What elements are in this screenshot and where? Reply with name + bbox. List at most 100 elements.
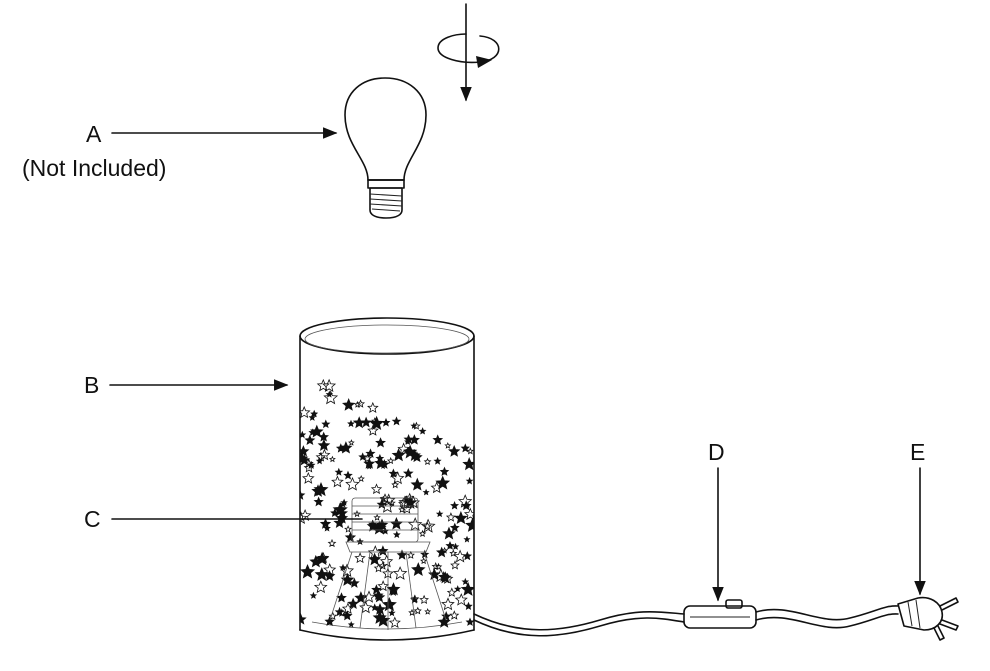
shade-star [319, 518, 332, 529]
shade-star [345, 476, 360, 491]
shade-star [406, 550, 415, 559]
shade-star [420, 557, 428, 565]
shade-star [336, 592, 347, 603]
shade-star [309, 591, 318, 599]
light-bulb-icon [344, 77, 427, 219]
shade-star [300, 489, 306, 500]
shade-star [363, 457, 376, 469]
power-cord [473, 605, 899, 637]
shade-star [413, 606, 422, 615]
shade-star [308, 428, 317, 436]
shade-star [388, 609, 396, 617]
shade-star [436, 546, 448, 558]
shade-star [404, 437, 412, 445]
shade-star [411, 562, 426, 577]
shade-star [453, 510, 468, 525]
lamp-holder-icon [329, 497, 447, 630]
shade-star [388, 468, 399, 478]
shade-star [392, 566, 408, 580]
shade-star [445, 512, 457, 522]
shade-star [378, 561, 388, 570]
shade-star [374, 456, 388, 470]
shade-star [302, 471, 315, 484]
shade-star [347, 621, 355, 628]
star-pattern-shade-icon [299, 317, 475, 641]
shade-star [323, 563, 337, 576]
shade-star [422, 488, 430, 496]
shade-star [300, 563, 316, 579]
shade-star [300, 430, 307, 439]
shade-star [342, 398, 356, 411]
shade-star [347, 597, 360, 609]
shade-star [401, 503, 413, 514]
shade-star [368, 552, 382, 566]
shade-star [340, 572, 355, 586]
shade-star [328, 611, 338, 621]
shade-star [310, 409, 319, 418]
label-b: B [84, 372, 100, 398]
shade-star [321, 419, 331, 429]
shade-star [339, 563, 347, 571]
shade-star [353, 510, 361, 518]
shade-star [371, 417, 379, 425]
shade-star [420, 518, 436, 533]
shade-star [445, 541, 455, 550]
shade-star [300, 613, 307, 625]
label-a: A [86, 121, 102, 147]
shade-star [418, 529, 427, 538]
shade-star [381, 596, 397, 612]
shade-star [433, 568, 449, 583]
shade-star [442, 526, 456, 540]
shade-star [423, 457, 432, 466]
shade-star [349, 577, 360, 588]
shade-star [460, 443, 470, 453]
shade-star [391, 480, 400, 489]
shade-star [466, 447, 474, 455]
shade-star [386, 456, 395, 465]
shade-star [390, 471, 405, 485]
shade-star [304, 434, 316, 446]
shade-star [373, 589, 384, 600]
shade-star [398, 498, 408, 508]
shade-star [334, 467, 344, 476]
shade-star [392, 530, 401, 539]
shade-star [441, 597, 455, 611]
shade-star [344, 531, 357, 543]
shade-star [388, 616, 401, 629]
shade-star [449, 522, 460, 532]
shade-star [435, 510, 444, 518]
label-c: C [84, 506, 101, 532]
shade-star [373, 602, 387, 615]
shade-star [388, 587, 398, 596]
shade-star [309, 554, 323, 568]
inline-switch-icon [683, 599, 757, 629]
shade-star [389, 516, 404, 530]
shade-star [379, 554, 394, 568]
shade-star [362, 590, 376, 603]
shade-star [341, 602, 354, 615]
shade-star [461, 577, 470, 586]
shade-star [325, 390, 334, 398]
shade-star [377, 545, 389, 556]
shade-star [418, 427, 427, 435]
shade-star [410, 477, 425, 491]
rotate-arrow-icon [437, 3, 500, 102]
shade-star [370, 483, 383, 495]
shade-star [334, 606, 345, 617]
shade-star [313, 496, 324, 507]
shade-star [308, 413, 317, 421]
shade-star [433, 456, 442, 465]
shade-star [391, 448, 406, 462]
shade-star [464, 601, 473, 611]
shade-star [377, 580, 390, 592]
shade-star [441, 546, 449, 554]
shade-star [391, 416, 402, 426]
shade-star [367, 401, 379, 414]
shade-star [454, 593, 468, 606]
shade-star [343, 470, 353, 480]
shade-star [335, 511, 349, 524]
shade-star [300, 445, 310, 457]
shade-star [323, 524, 331, 532]
shade-star [460, 581, 474, 596]
